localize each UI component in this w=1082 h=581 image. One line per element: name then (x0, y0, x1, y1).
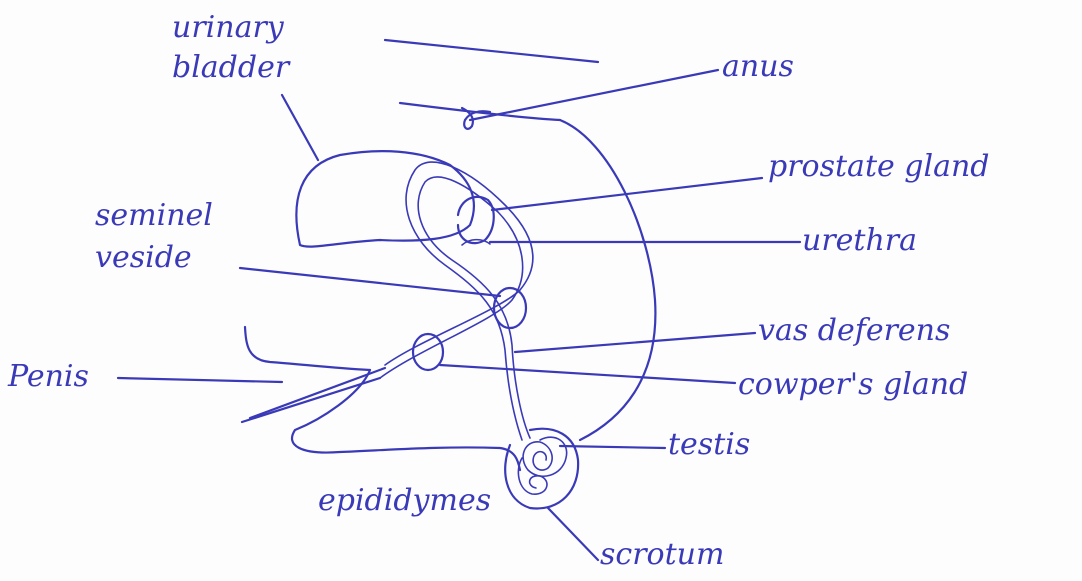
cowpers-gland-shape (413, 334, 443, 370)
seminal-vesicle-shape (494, 288, 526, 328)
leader-cowpers (440, 365, 735, 383)
label-prostate-gland: prostate gland (768, 152, 990, 182)
leader-urinary-bladder (282, 95, 318, 160)
label-penis: Penis (8, 362, 89, 392)
leader-anus (470, 70, 718, 120)
scrotum-shape (505, 429, 578, 509)
label-cowpers-gland: cowper's gland (738, 370, 968, 400)
penis-shaft-1 (250, 368, 385, 418)
label-seminal-vesicle: seminel veside (95, 195, 235, 279)
penis-shaft-2 (242, 378, 380, 422)
leader-vas-deferens (515, 333, 755, 352)
leader-scrotum (548, 508, 598, 560)
label-epididymis: epididymes (318, 486, 491, 516)
label-anus: anus (722, 52, 794, 82)
penis-lower-outline (292, 370, 520, 470)
body-outline (560, 120, 655, 440)
label-urinary-bladder: urinary bladder (172, 8, 327, 88)
label-vas-deferens: vas deferens (758, 316, 950, 346)
testis-coil (523, 437, 567, 476)
leader-prostate (492, 178, 762, 210)
label-testis: testis (668, 430, 750, 460)
penis-upper-line (245, 327, 370, 370)
leader-penis (118, 378, 282, 382)
label-scrotum: scrotum (600, 540, 724, 570)
vas-deferens-loop-inner (380, 177, 530, 438)
leader-seminal-vesicle (240, 268, 500, 296)
label-urethra: urethra (802, 226, 917, 256)
top-stray-line (385, 40, 598, 62)
